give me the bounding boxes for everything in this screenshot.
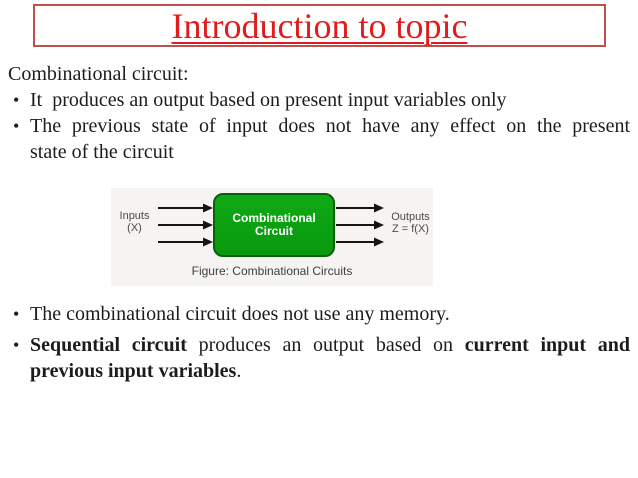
- inputs-label-line2: (X): [127, 222, 142, 234]
- bold-previous-input: previous input variables: [30, 360, 237, 382]
- title-box: Introduction to topic: [33, 4, 606, 47]
- bullet-present-input: • It produces an output based on present…: [8, 87, 630, 113]
- output-arrows: [336, 203, 384, 247]
- circuit-box-line1: Combinational: [232, 211, 316, 225]
- combinational-circuit-diagram: Inputs (X) Combinational Circuit Outputs…: [111, 188, 433, 286]
- combinational-circuit-box: Combinational Circuit: [213, 193, 335, 257]
- bullet-no-memory: • The combinational circuit does not use…: [8, 301, 630, 327]
- slide-title: Introduction to topic: [171, 5, 468, 46]
- period: .: [236, 360, 242, 382]
- bullet-text: It produces an output based on present i…: [30, 89, 507, 111]
- bullet-text: The combinational circuit does not use a…: [30, 303, 450, 325]
- outputs-label-line2: Z = f(X): [392, 223, 429, 235]
- bullet-text-line2: previous input variables.: [30, 358, 630, 384]
- inputs-label-line1: Inputs: [119, 210, 150, 222]
- inputs-label: Inputs (X): [111, 210, 158, 234]
- input-arrows: [158, 203, 213, 247]
- bullet-marker: •: [13, 335, 20, 355]
- regular-text: produces an output based on: [186, 334, 465, 356]
- bullet-previous-state: • The previous state of input does not h…: [8, 113, 630, 165]
- body-text-lower: • The combinational circuit does not use…: [8, 301, 630, 384]
- bullet-marker: •: [13, 90, 20, 110]
- bullet-sequential-circuit: • Sequential circuit produces an output …: [8, 332, 630, 384]
- heading-combinational-circuit: Combinational circuit:: [8, 63, 189, 85]
- circuit-box-line2: Circuit: [254, 224, 293, 238]
- body-text-upper: Combinational circuit: • It produces an …: [8, 58, 630, 165]
- bold-sequential-circuit: Sequential circuit: [30, 334, 187, 356]
- bullet-marker: •: [13, 116, 20, 136]
- bold-current-input: current input and: [464, 334, 630, 356]
- bullet-marker: •: [13, 304, 20, 324]
- bullet-text-line1: The previous state of input does not hav…: [30, 115, 630, 137]
- bullet-text-line1: Sequential circuit produces an output ba…: [30, 332, 630, 358]
- bullet-text-line2: state of the circuit: [30, 141, 174, 163]
- outputs-label-line1: Outputs: [391, 211, 430, 223]
- outputs-label: Outputs Z = f(X): [387, 211, 434, 235]
- circuit-arrows: [158, 203, 384, 247]
- figure-caption: Figure: Combinational Circuits: [191, 264, 353, 278]
